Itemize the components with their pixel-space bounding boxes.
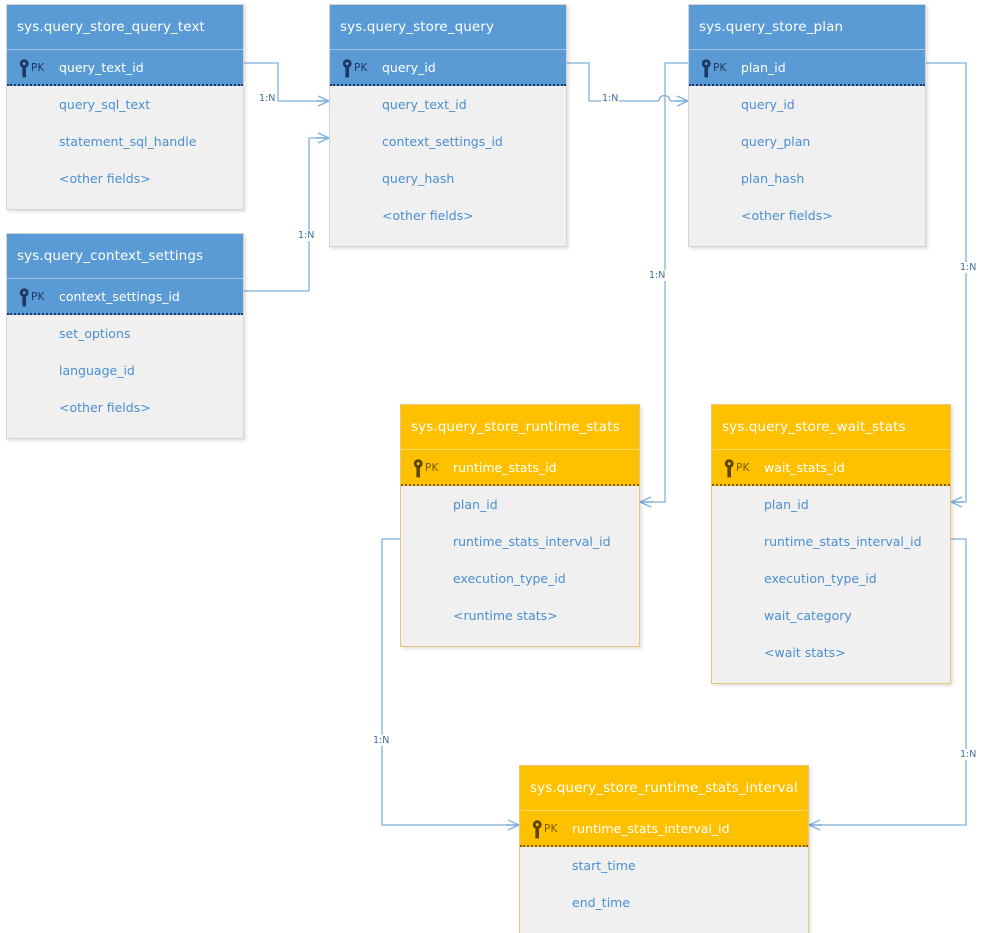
pk-field-name: wait_stats_id <box>764 460 845 475</box>
pk-field-name: plan_id <box>741 60 786 75</box>
pk-label: PK <box>713 62 727 74</box>
entity-field: plan_id <box>764 497 809 512</box>
pk-field-name: context_settings_id <box>59 289 180 304</box>
entity-title: sys.query_store_query <box>330 5 566 50</box>
wire-query-to-plan <box>567 62 689 107</box>
cardinality-label-interval-wait: 1:N <box>959 749 978 760</box>
pk-label: PK <box>354 62 368 74</box>
key-icon: PK <box>342 50 368 86</box>
entity-query-context-settings[interactable]: sys.query_context_settings PK context_se… <box>6 233 244 439</box>
entity-field: execution_type_id <box>764 571 877 586</box>
entity-field: runtime_stats_interval_id <box>764 534 922 549</box>
entity-field: end_time <box>572 895 631 910</box>
entity-query-store-query[interactable]: sys.query_store_query PK query_id query_… <box>329 4 567 247</box>
wire-plan-to-runtime-stats <box>639 62 688 508</box>
entity-query-store-plan[interactable]: sys.query_store_plan PK plan_id query_id… <box>688 4 926 247</box>
entity-primary-key-row: PK context_settings_id <box>7 279 243 315</box>
entity-primary-key-row: PK plan_id <box>689 50 925 86</box>
cardinality-label-plan-wait: 1:N <box>959 262 978 273</box>
key-icon: PK <box>701 50 727 86</box>
entity-query-store-wait-stats[interactable]: sys.query_store_wait_stats PK wait_stats… <box>711 404 951 684</box>
key-icon: PK <box>532 811 558 847</box>
entity-fields: query_id query_plan plan_hash <other fie… <box>689 86 925 246</box>
entity-fields: set_options language_id <other fields> <box>7 315 243 438</box>
entity-field: language_id <box>59 363 135 378</box>
cardinality-label-text-query: 1:N <box>258 93 277 104</box>
entity-title: sys.query_store_runtime_stats_interval <box>520 766 808 811</box>
entity-fields: plan_id runtime_stats_interval_id execut… <box>401 486 639 646</box>
entity-field: query_sql_text <box>59 97 151 112</box>
pk-label: PK <box>736 462 750 474</box>
cardinality-label-plan-runtime: 1:N <box>648 270 667 281</box>
key-icon: PK <box>724 450 750 486</box>
entity-primary-key-row: PK wait_stats_id <box>712 450 950 486</box>
entity-field: set_options <box>59 326 131 341</box>
entity-field: execution_type_id <box>453 571 566 586</box>
entity-title: sys.query_context_settings <box>7 234 243 279</box>
entity-primary-key-row: PK runtime_stats_id <box>401 450 639 486</box>
entity-field: query_id <box>741 97 795 112</box>
entity-fields: plan_id runtime_stats_interval_id execut… <box>712 486 950 683</box>
entity-field: query_plan <box>741 134 811 149</box>
key-icon: PK <box>19 279 45 315</box>
entity-field: plan_hash <box>741 171 805 186</box>
entity-field: context_settings_id <box>382 134 503 149</box>
cardinality-label-query-plan: 1:N <box>601 93 620 104</box>
wire-query-text-to-query <box>244 62 330 107</box>
entity-title: sys.query_store_query_text <box>7 5 243 50</box>
entity-fields: query_text_id context_settings_id query_… <box>330 86 566 246</box>
entity-primary-key-row: PK query_text_id <box>7 50 243 86</box>
entity-field: statement_sql_handle <box>59 134 197 149</box>
entity-fields: start_time end_time <box>520 847 808 933</box>
entity-field: <other fields> <box>59 400 151 415</box>
entity-field: <other fields> <box>59 171 151 186</box>
entity-query-store-query-text[interactable]: sys.query_store_query_text PK query_text… <box>6 4 244 210</box>
entity-field: query_text_id <box>382 97 467 112</box>
pk-label: PK <box>544 823 558 835</box>
cardinality-label-interval-runtime: 1:N <box>372 735 391 746</box>
entity-title: sys.query_store_wait_stats <box>712 405 950 450</box>
entity-primary-key-row: PK query_id <box>330 50 566 86</box>
entity-field: wait_category <box>764 608 852 623</box>
entity-fields: query_sql_text statement_sql_handle <oth… <box>7 86 243 209</box>
pk-field-name: runtime_stats_interval_id <box>572 821 730 836</box>
entity-field: <other fields> <box>741 208 833 223</box>
entity-query-store-runtime-stats-interval[interactable]: sys.query_store_runtime_stats_interval P… <box>519 765 809 933</box>
pk-field-name: query_text_id <box>59 60 144 75</box>
entity-field: runtime_stats_interval_id <box>453 534 611 549</box>
entity-title: sys.query_store_runtime_stats <box>401 405 639 450</box>
entity-field: <wait stats> <box>764 645 846 660</box>
entity-field: start_time <box>572 858 636 873</box>
key-icon: PK <box>19 50 45 86</box>
pk-label: PK <box>425 462 439 474</box>
entity-field: <other fields> <box>382 208 474 223</box>
entity-title: sys.query_store_plan <box>689 5 925 50</box>
wire-context-settings-to-query <box>244 132 330 292</box>
entity-query-store-runtime-stats[interactable]: sys.query_store_runtime_stats PK runtime… <box>400 404 640 647</box>
pk-label: PK <box>31 62 45 74</box>
entity-primary-key-row: PK runtime_stats_interval_id <box>520 811 808 847</box>
entity-field: query_hash <box>382 171 455 186</box>
pk-label: PK <box>31 291 45 303</box>
key-icon: PK <box>413 450 439 486</box>
entity-field: plan_id <box>453 497 498 512</box>
entity-field: <runtime stats> <box>453 608 558 623</box>
pk-field-name: query_id <box>382 60 436 75</box>
pk-field-name: runtime_stats_id <box>453 460 557 475</box>
cardinality-label-ctx-query: 1:N <box>297 230 316 241</box>
